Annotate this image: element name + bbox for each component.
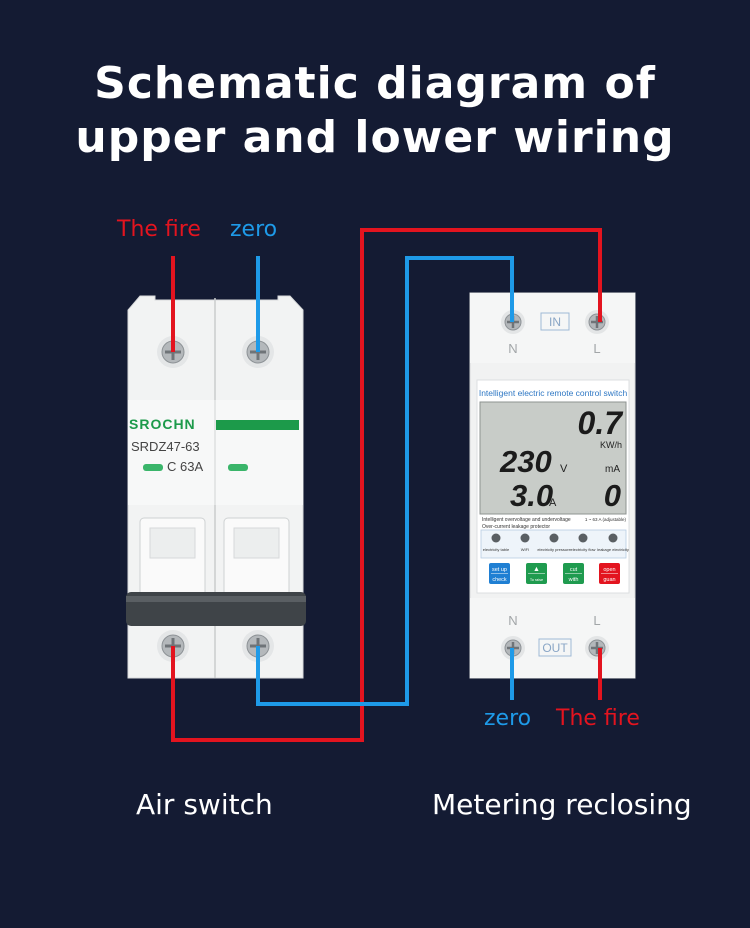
breaker-indicator-1 (143, 464, 163, 471)
breaker-green-stripe (216, 420, 299, 430)
meter-info-left-2: Over-current leakage protector (482, 524, 550, 530)
meter-button[interactable]: set up check (489, 563, 510, 584)
lcd-voltage-unit: V (560, 463, 568, 475)
lcd-current-unit: A (549, 497, 557, 509)
label-bottom-fire: The fire (556, 706, 640, 731)
indicator-label: leakage electricity (597, 547, 629, 552)
meter-button-bottom-label: check (492, 577, 507, 583)
indicator-label: electricity pressure (537, 547, 571, 552)
lcd-energy-unit: KW/h (600, 440, 622, 450)
label-bottom-zero: zero (484, 706, 532, 731)
indicator-light (520, 533, 530, 543)
meter-top-l: L (593, 341, 600, 356)
wires (171, 228, 602, 742)
meter-button-top-label: open (603, 567, 615, 573)
caption-metering-reclosing: Metering reclosing (432, 788, 692, 821)
breaker-model: SRDZ47-63 (131, 439, 200, 454)
indicator-label: electricity table (483, 547, 510, 552)
meter-lcd (479, 401, 627, 515)
indicator-light (578, 533, 588, 543)
meter-button-bottom-label: guan (603, 577, 615, 583)
indicator-light (549, 533, 559, 543)
breaker-brand: SROCHN (129, 416, 196, 432)
label-top-zero: zero (230, 217, 278, 242)
lcd-ma-unit: mA (605, 464, 620, 475)
meter-info-left: Intelligent overvoltage and undervoltage (482, 517, 571, 523)
meter-bottom-l: L (593, 613, 600, 628)
meter-tag-in: IN (549, 315, 561, 329)
breaker-indicator-2 (228, 464, 248, 471)
meter-screw-top-l (585, 310, 609, 334)
meter-button-top-label: set up (492, 567, 507, 573)
metering-reclosing-device: IN OUT N L N L Intelligent electric remo… (469, 292, 636, 679)
meter-buttons: set up check ▲ To raise cut with open guan (489, 563, 620, 584)
label-top-fire: The fire (117, 217, 201, 242)
lcd-voltage: 230 (499, 444, 552, 479)
fire-link-wire (171, 228, 602, 742)
meter-button-top-label: cut (570, 567, 578, 573)
lcd-energy: 0.7 (578, 405, 625, 441)
meter-button[interactable]: ▲ To raise (526, 563, 547, 584)
indicator-light (608, 533, 618, 543)
lcd-current: 3.0 (510, 478, 553, 513)
meter-screw-bottom-l (585, 636, 609, 660)
meter-indicators: electricity table WIFI electricity pressur… (483, 533, 629, 552)
indicator-label: electricity flow (571, 547, 596, 552)
caption-air-switch: Air switch (136, 788, 273, 821)
meter-button[interactable]: open guan (599, 563, 620, 584)
indicator-light (491, 533, 501, 543)
meter-top-n: N (508, 341, 517, 356)
meter-button-top-label: ▲ (533, 566, 540, 573)
meter-tag-out: OUT (542, 641, 568, 655)
title-line-2: upper and lower wiring (75, 112, 675, 163)
zero-link-wire (256, 256, 514, 706)
breaker-rating: C 63A (167, 459, 203, 474)
meter-button[interactable]: cut with (563, 563, 584, 584)
air-switch: SROCHN SRDZ47-63 C 63A (126, 295, 306, 679)
meter-header: Intelligent electric remote control swit… (479, 388, 628, 398)
title-line-1: Schematic diagram of (94, 58, 656, 109)
meter-info-right: 1 ~ 63 A (adjustable) (585, 517, 627, 522)
lcd-leakage: 0 (604, 478, 621, 513)
meter-button-bottom-label: with (568, 577, 579, 583)
meter-bottom-n: N (508, 613, 517, 628)
indicator-label: WIFI (521, 547, 529, 552)
meter-button-bottom-label: To raise (530, 578, 543, 582)
